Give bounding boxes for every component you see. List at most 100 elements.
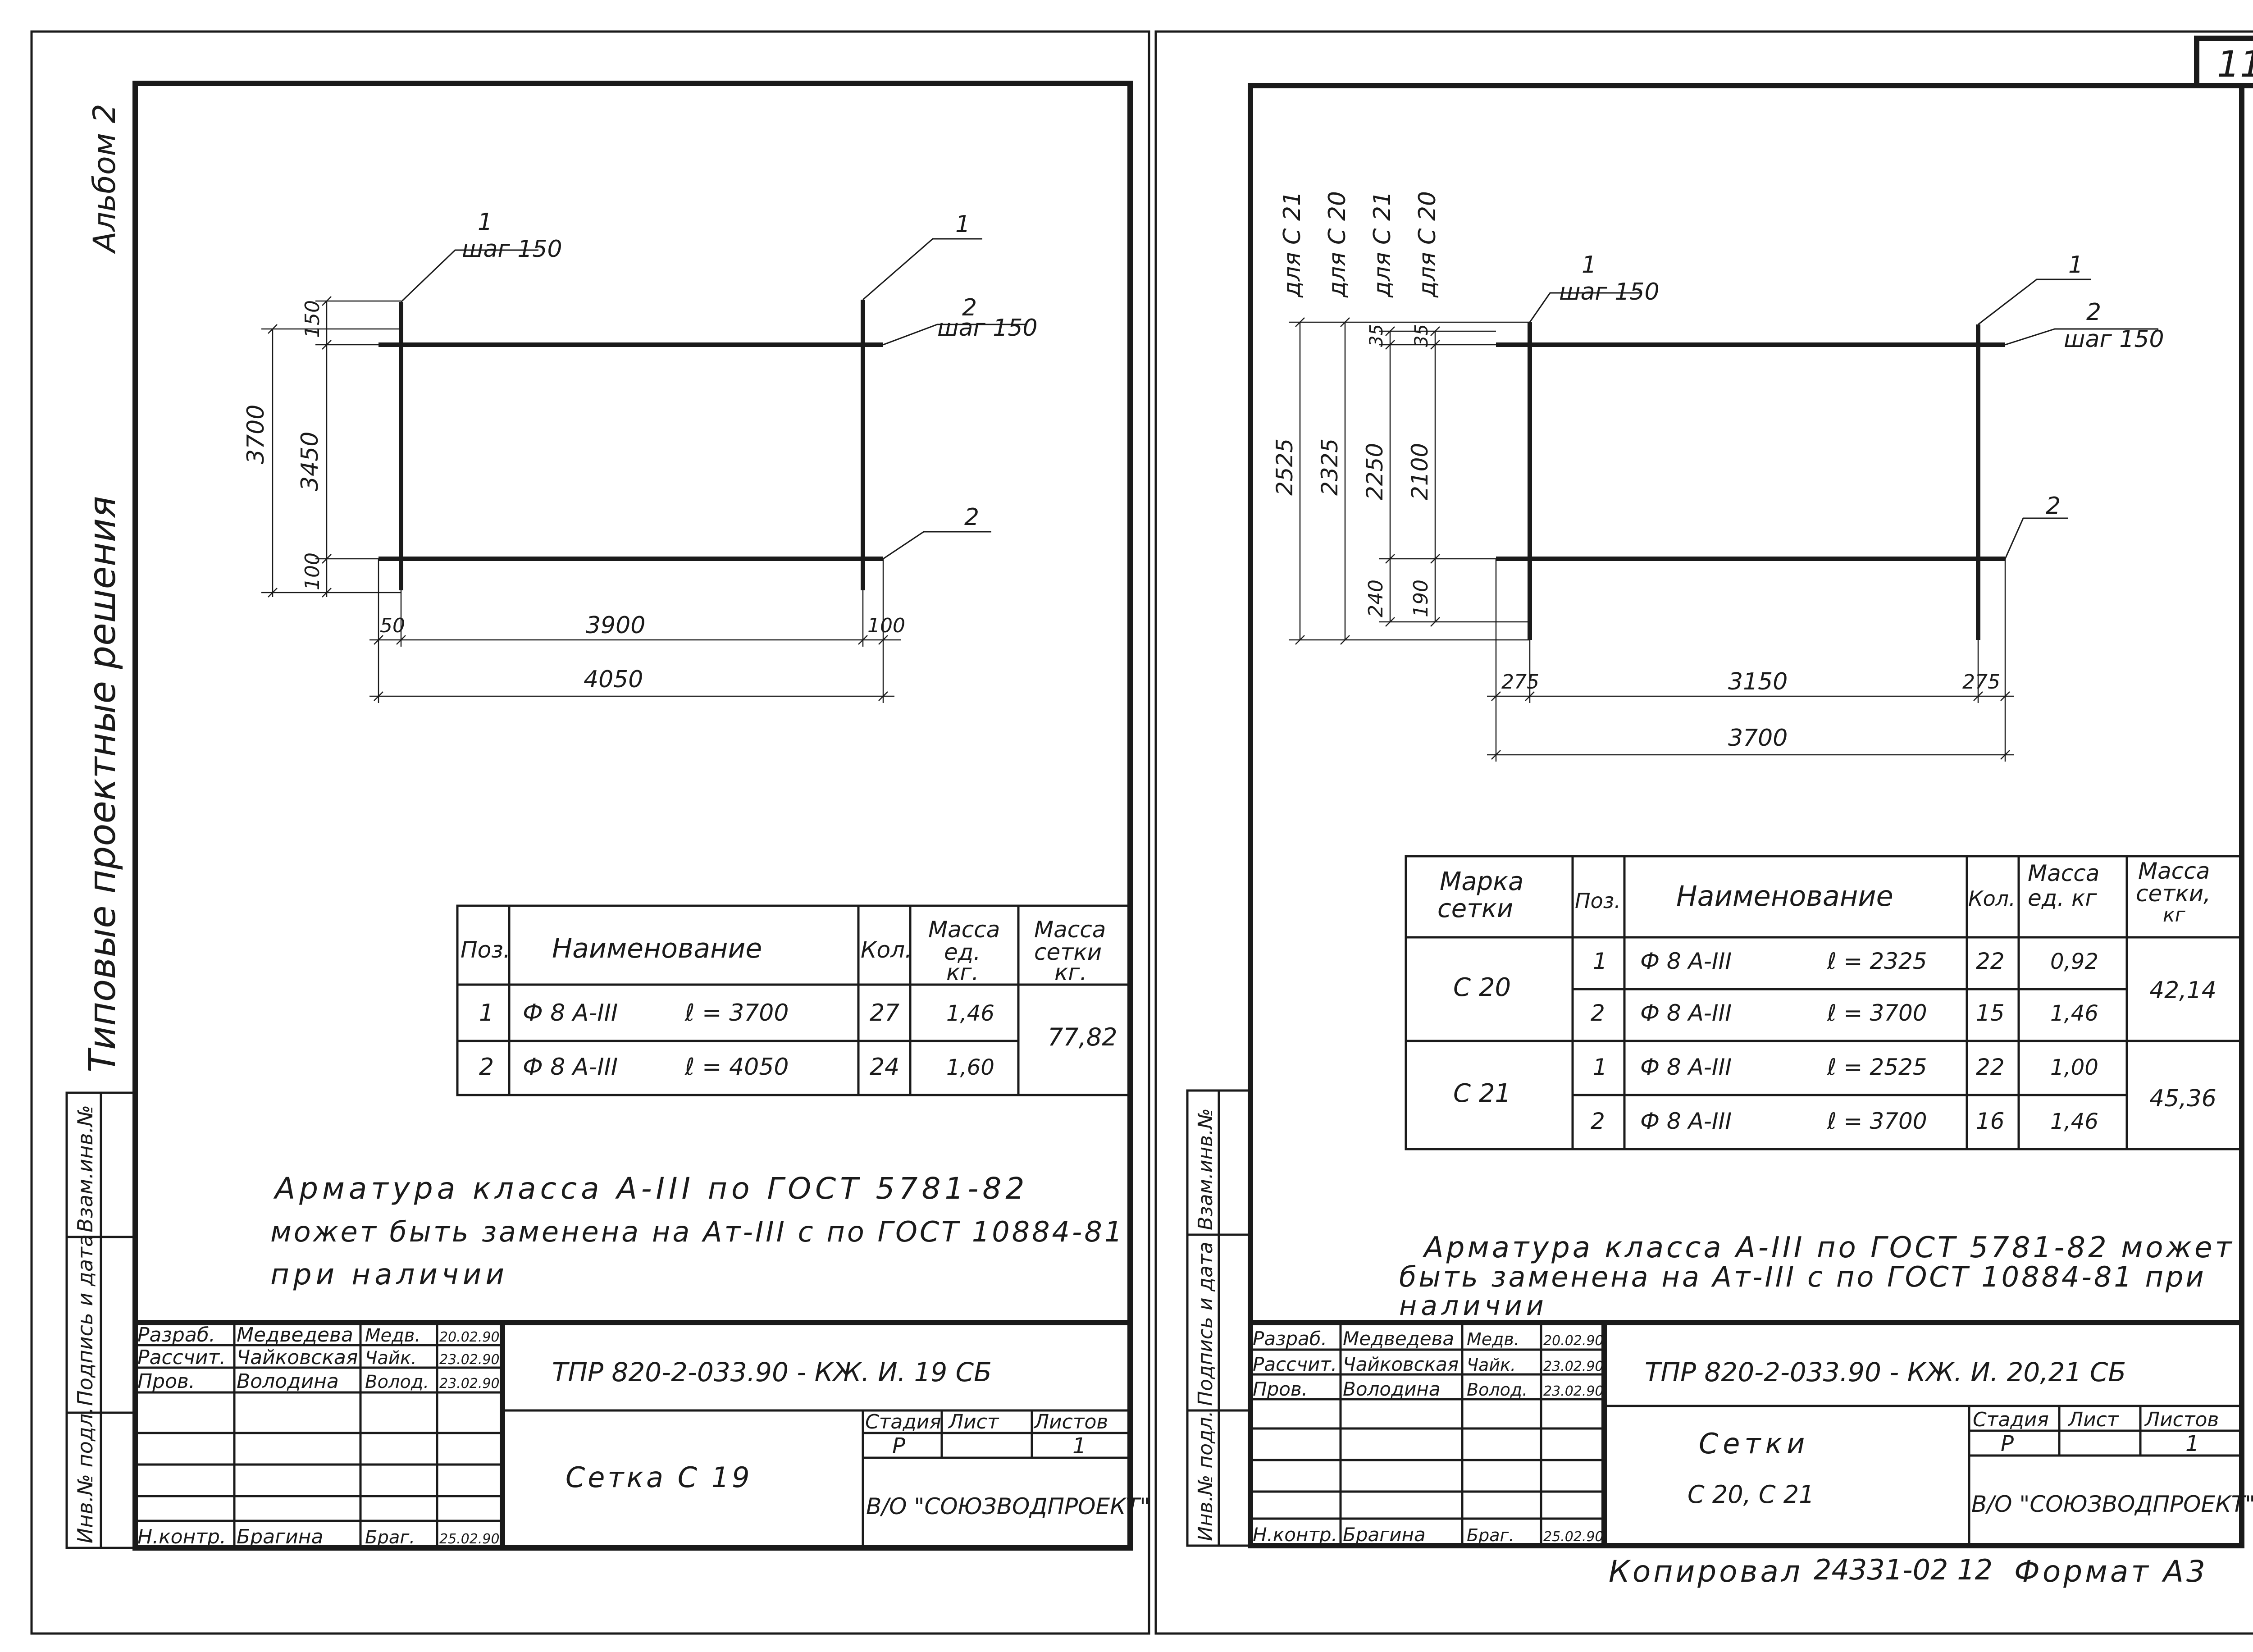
dim-190: 190: [1409, 580, 1432, 617]
left-p1-date: 20.02.90: [439, 1329, 500, 1345]
r-th-qty: Кол.: [1968, 886, 2016, 911]
dim-240: 240: [1364, 580, 1387, 617]
r-th-mass1-b: ед. кг: [2028, 885, 2097, 911]
dim-3450: 3450: [296, 432, 324, 491]
left-callouts: 1 шаг 150 1 2 шаг 150 2: [400, 209, 1038, 560]
right-title-block: Разраб. Медведева Медв. 20.02.90 Рассчит…: [1250, 1320, 2253, 1546]
dim-275a: 275: [1501, 671, 1539, 694]
right-p2-sign: Чайк.: [1467, 1355, 1516, 1375]
left-r2-len: ℓ = 4050: [684, 1054, 789, 1081]
left-p1-name: Медведева: [237, 1323, 353, 1346]
r-g2-r2-mass: 1,46: [2050, 1109, 2098, 1134]
left-r2-pos: 2: [479, 1054, 494, 1081]
dim-2100: 2100: [1407, 443, 1433, 500]
right-inner-frame: [1248, 83, 2244, 1548]
right-sheet-title-1: Сетки: [1699, 1427, 1809, 1460]
footer-copied: Копировал: [1609, 1554, 1803, 1589]
footer-format: Формат А3: [2014, 1554, 2208, 1589]
right-sheet-title-2: С 20, С 21: [1687, 1480, 1815, 1509]
right-p1-role: Разраб.: [1253, 1328, 1327, 1350]
left-p1-role: Разраб.: [137, 1323, 215, 1346]
left-p2-name: Чайковская: [237, 1346, 358, 1369]
r-th-name: Наименование: [1676, 880, 1893, 913]
left-p2-role: Рассчит.: [137, 1346, 226, 1369]
right-side-stamp: Инв.№ подл. Подпись и дата Взам.инв.№: [1186, 1089, 1252, 1547]
r-callout-2-num: 1: [2068, 251, 2083, 278]
page-number: 11: [2217, 43, 2253, 85]
right-sheet-label: Лист: [2067, 1408, 2119, 1431]
right-p1-name: Медведева: [1343, 1328, 1454, 1350]
dim-3700-r: 3700: [1728, 725, 1788, 752]
side-stamp-inv: Инв.№ подл.: [73, 1407, 97, 1543]
dim-100h: 100: [867, 614, 905, 637]
r-g2-r1-name: Ф 8 А-III: [1640, 1054, 1732, 1080]
left-r2-mass: 1,60: [946, 1055, 994, 1080]
left-th-pos: Поз.: [461, 937, 511, 963]
outer-border-left: [30, 30, 1150, 1635]
dim-3150: 3150: [1728, 668, 1788, 695]
left-note-line3: при наличии: [270, 1258, 508, 1291]
outer-border-right: [1154, 30, 2253, 1635]
right-sheets: 1: [2185, 1431, 2199, 1456]
dim-3900: 3900: [586, 612, 645, 639]
r-g2-r1-mass: 1,00: [2050, 1055, 2098, 1080]
left-title-block: Разраб. Медведева Медв. 20.02.90 Рассчит…: [135, 1320, 1150, 1548]
r-callout-1-step: шаг 150: [1559, 278, 1660, 306]
callout-1-step: шаг 150: [462, 236, 562, 263]
r-th-mass2-c: кг: [2163, 904, 2186, 926]
for-label-1: для С 21: [1279, 191, 1306, 298]
left-p4-sign: Браг.: [365, 1527, 415, 1548]
dim-35b: 35: [1411, 324, 1432, 347]
r-g2-r1-qty: 22: [1976, 1054, 2005, 1080]
right-p4-date: 25.02.90: [1543, 1529, 1604, 1545]
left-side-stamp: Инв.№ подл. Подпись и дата Взам.инв.№: [65, 1091, 137, 1549]
right-note-line2: быть заменена на Ат-III с по ГОСТ 10884-…: [1399, 1260, 2206, 1293]
right-p3-role: Пров.: [1253, 1378, 1308, 1400]
right-p2-date: 23.02.90: [1543, 1359, 1604, 1374]
right-callouts: 1 шаг 150 1 2 шаг 150 2: [1529, 251, 2164, 559]
dim-100v: 100: [301, 552, 324, 590]
right-spec-table: Марка сетки Поз. Наименование Кол. Масса…: [1405, 855, 2243, 1150]
dim-150: 150: [301, 300, 324, 338]
right-note-line3: наличии: [1399, 1290, 1548, 1322]
left-th-mass2-a: Масса: [1034, 917, 1106, 943]
side-stamp-sign: Подпись и дата: [73, 1234, 97, 1406]
left-p2-sign: Чайк.: [365, 1348, 417, 1369]
left-inner-frame: [132, 81, 1133, 1551]
r-th-mass1-a: Масса: [2028, 860, 2099, 886]
left-note-line1: Арматура класса А-III по ГОСТ 5781-82: [273, 1171, 1028, 1206]
left-doc-code: ТПР 820-2-033.90 - КЖ. И. 19 СБ: [552, 1357, 992, 1387]
left-sheets: 1: [1072, 1433, 1086, 1459]
left-vertical-dims: 3700 3450 150 100: [242, 296, 401, 598]
r-callout-3-step: шаг 150: [2064, 326, 2164, 353]
r-g2-r1-pos: 1: [1593, 1054, 1607, 1080]
left-sheet-label: Лист: [948, 1410, 999, 1433]
left-p3-date: 23.02.90: [439, 1376, 500, 1392]
left-p4-role: Н.контр.: [137, 1525, 226, 1548]
left-th-mass1-a: Масса: [928, 917, 1000, 943]
right-vertical-dims: 2525 2325 2250 2100 35 35 240 190: [1272, 317, 1530, 645]
left-sheet-title: Сетка С 19: [566, 1461, 753, 1494]
r-callout-1-num: 1: [1582, 251, 1596, 278]
dim-2250: 2250: [1362, 443, 1388, 500]
page-number-box: [2194, 36, 2253, 88]
left-th-qty: Кол.: [861, 937, 912, 963]
left-org: В/О "СОЮЗВОДПРОЕКТ": [866, 1493, 1150, 1520]
right-p1-date: 20.02.90: [1543, 1333, 1604, 1349]
right-note-line1: Арматура класса А-III по ГОСТ 5781-82 мо…: [1422, 1231, 2235, 1264]
r-callout-3-num: 2: [2086, 299, 2101, 326]
right-p2-role: Рассчит.: [1253, 1353, 1337, 1375]
left-r1-qty: 27: [870, 999, 899, 1027]
right-stage: Р: [2001, 1431, 2014, 1456]
left-p1-sign: Медв.: [365, 1325, 420, 1346]
mesh-c19-drawing: [379, 300, 883, 590]
left-th-mass1-b: ед.: [944, 939, 981, 965]
for-label-2: для С 20: [1324, 191, 1351, 298]
left-horizontal-dims: 50 3900 100 4050: [369, 559, 905, 703]
r-side-stamp-inv: Инв.№ подл.: [1194, 1410, 1217, 1541]
r-g1-r2-qty: 15: [1976, 1000, 2005, 1026]
dim-3700: 3700: [242, 405, 269, 464]
left-p3-role: Пров.: [137, 1370, 195, 1393]
right-p4-sign: Браг.: [1467, 1525, 1514, 1545]
r-g1-r1-qty: 22: [1976, 948, 2005, 974]
